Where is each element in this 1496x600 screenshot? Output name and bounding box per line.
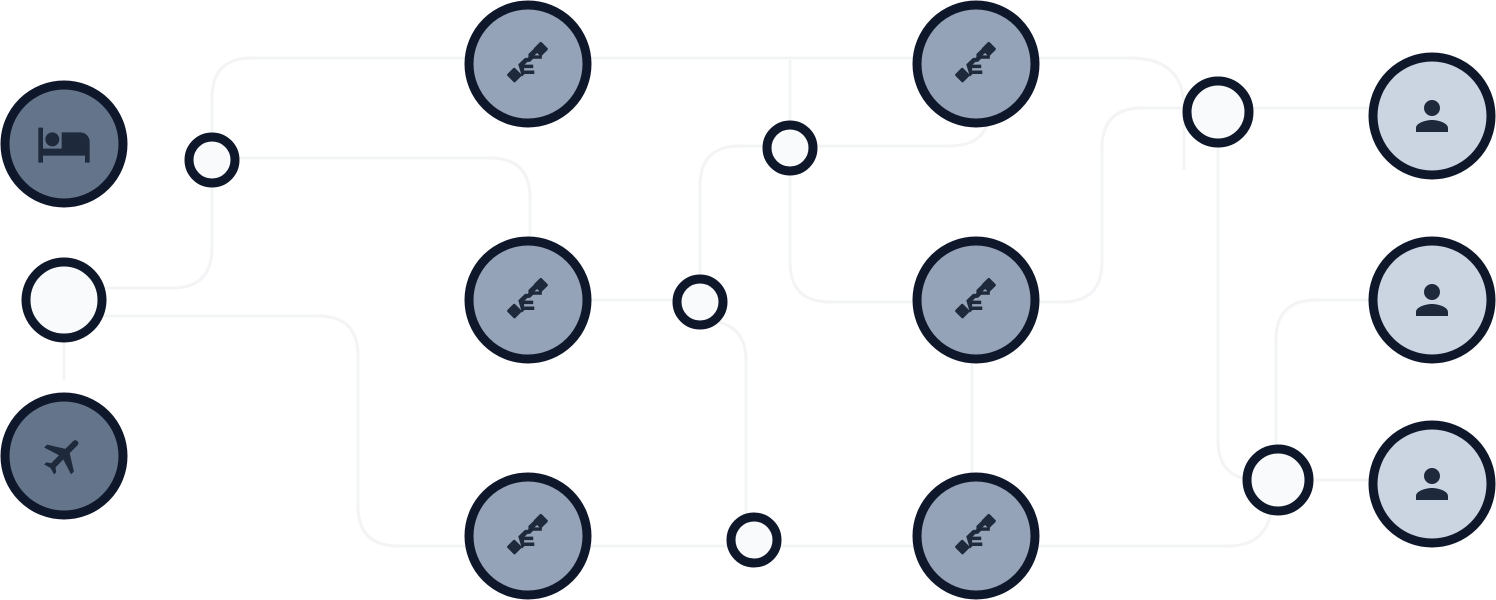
edge-line [64,56,1186,290]
handover-node-5[interactable] [912,236,1040,364]
person-node-2[interactable] [1368,236,1496,364]
junction-circle [1242,444,1314,516]
handover-node-circle [464,0,592,128]
source-node-bed[interactable] [0,80,128,208]
junction-circle [1182,76,1254,148]
junction-dot-1[interactable] [184,132,240,188]
handover-node-3[interactable] [464,472,592,600]
handover-node-circle [912,472,1040,600]
handover-node-4[interactable] [912,0,1040,128]
edge-line [62,314,1274,548]
junction-dot-2[interactable] [672,274,728,330]
handover-node-1[interactable] [464,0,592,128]
blank-node-circle [21,257,107,343]
edge-line [1274,298,1432,480]
handover-node-circle [912,0,1040,128]
handover-node-2[interactable] [464,236,592,364]
edge-line [788,60,1432,304]
handover-node-circle [464,236,592,364]
person-node-3[interactable] [1368,420,1496,548]
junction-dot-3[interactable] [762,120,818,176]
junction-circle [672,274,728,330]
source-node-plane[interactable] [0,392,128,520]
edge-line [699,318,748,540]
junction-dot-5[interactable] [1182,76,1254,148]
person-node-1[interactable] [1368,52,1496,180]
handover-node-circle [912,236,1040,364]
junction-circle [726,512,782,568]
junction-circle [184,132,240,188]
junction-dot-6[interactable] [1242,444,1314,516]
junction-circle [762,120,818,176]
source-node-blank[interactable] [21,257,107,343]
handover-node-circle [464,472,592,600]
edge-line [212,156,700,302]
junction-dot-4[interactable] [726,512,782,568]
handover-node-6[interactable] [912,472,1040,600]
